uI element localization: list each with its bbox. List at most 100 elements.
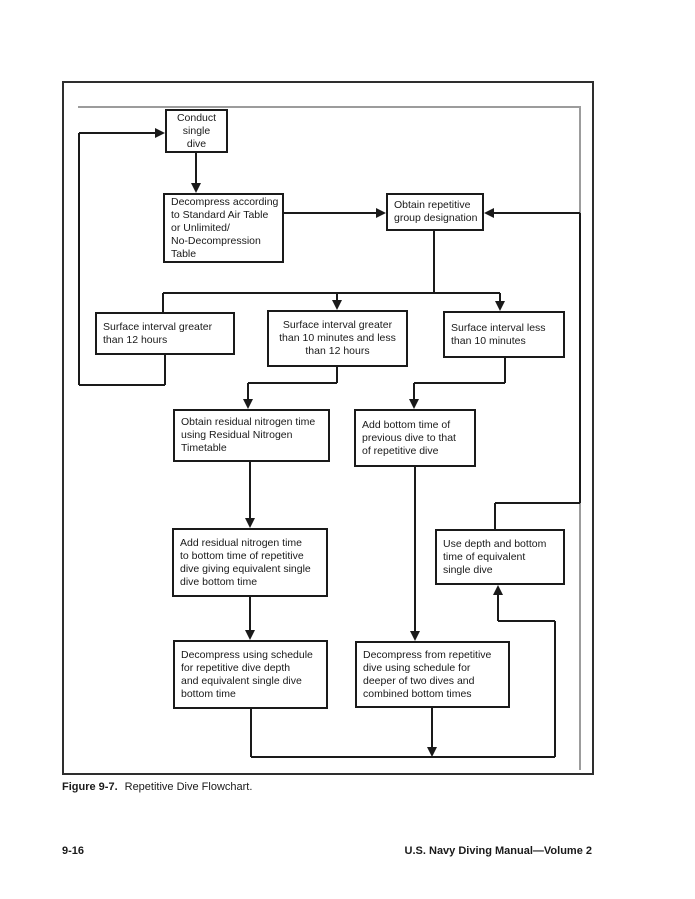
flow-node-text-line: Use depth and bottom (443, 537, 547, 550)
flow-node-text-line: Add residual nitrogen time (180, 536, 302, 549)
flow-arrowhead-down (495, 301, 505, 311)
flow-arrowhead-down (409, 399, 419, 409)
flow-node-text-line: of repetitive dive (362, 444, 439, 457)
flow-node-text-line: Table (171, 247, 197, 260)
flow-connector-segment (249, 462, 251, 519)
flow-connector-segment (248, 382, 337, 384)
flow-node-text-line: single dive (443, 563, 493, 576)
flow-connector-segment (79, 132, 156, 134)
flow-arrowhead-right (155, 128, 165, 138)
flow-connector-segment (499, 293, 501, 302)
flow-connector-segment (414, 382, 505, 384)
flow-arrowhead-down (410, 631, 420, 641)
flow-node-text-line: group designation (394, 212, 478, 224)
flow-connector-segment (249, 597, 251, 631)
flow-node-text-line: time of equivalent (443, 550, 526, 563)
flow-arrowhead-right (376, 208, 386, 218)
flow-node-text-line: to bottom time of repetitive (180, 549, 304, 562)
flow-connector-segment (495, 502, 580, 504)
flow-node-text-line: Add bottom time of (362, 418, 451, 431)
flow-connector-segment (433, 231, 435, 293)
flow-arrowhead-left (484, 208, 494, 218)
flow-node-text-line: than 12 hours (103, 333, 168, 346)
flow-connector-segment (163, 292, 500, 294)
flow-connector-segment (413, 383, 415, 400)
flow-node-text-line: than 12 hours (305, 345, 370, 357)
flow-node-text-line: Surface interval greater (282, 319, 393, 331)
flow-connector-segment (251, 756, 555, 758)
flow-node-text-line: Surface interval greater (103, 320, 213, 333)
flow-connector-segment (554, 621, 556, 757)
flow-node-text-line: for repetitive dive depth (181, 661, 291, 674)
flow-node-text-line: Decompress according (171, 195, 279, 208)
footer-page-number: 9-16 (62, 845, 85, 857)
flow-node-text-line: Timetable (181, 442, 227, 454)
figure-caption-text: Repetitive Dive Flowchart. (124, 781, 253, 793)
flow-connector-segment (493, 212, 580, 214)
flow-node-text-line: using Residual Nitrogen (181, 429, 293, 441)
flow-node-text-line: Obtain residual nitrogen time (181, 416, 316, 428)
flow-arrowhead-down (245, 630, 255, 640)
page-footer: 9-16 U.S. Navy Diving Manual—Volume 2 (62, 845, 592, 857)
flow-node-text-line: combined bottom times (363, 687, 472, 700)
flow-arrowhead-down (245, 518, 255, 528)
flow-node-text-line: dive giving equivalent single (180, 562, 311, 575)
flow-node-text-line: deeper of two dives and (363, 674, 475, 687)
flow-node-text-line: bottom time (181, 687, 236, 700)
figure-frame-accent-top (78, 106, 581, 108)
flow-connector-segment (498, 620, 555, 622)
flow-connector-segment (284, 212, 377, 214)
figure-caption-label: Figure 9-7. (62, 781, 118, 793)
flow-connector-segment (504, 358, 506, 383)
flow-connector-segment (195, 153, 197, 184)
flow-connector-segment (79, 384, 165, 386)
flow-connector-segment (494, 503, 496, 529)
flow-arrowhead-down (332, 300, 342, 310)
figure-frame (62, 81, 594, 775)
flow-node-text-line: dive using schedule for (363, 661, 471, 674)
footer-manual-title: U.S. Navy Diving Manual—Volume 2 (404, 845, 592, 857)
flow-node-text-line: Obtain repetitive (394, 199, 471, 211)
flow-node-text-line: Conduct (176, 111, 217, 124)
flow-connector-segment (164, 355, 166, 385)
flow-node-text-line: dive (186, 137, 207, 150)
flow-connector-segment (336, 293, 338, 301)
flow-node-text-line: previous dive to that (362, 431, 456, 444)
flow-arrowhead-down (243, 399, 253, 409)
flow-node-text-line: and equivalent single dive (181, 674, 302, 687)
flow-node-text-line: Decompress using schedule (181, 648, 313, 661)
flow-node-text-line: or Unlimited/ (171, 221, 230, 234)
flow-node-text-line: than 10 minutes and less (279, 332, 396, 344)
flow-node-text-line: Surface interval less (451, 321, 546, 334)
flow-node-text-line: Decompress from repetitive (363, 648, 492, 661)
flow-node-text-line: single (182, 124, 211, 137)
flow-connector-segment (414, 467, 416, 632)
flow-connector-segment (250, 709, 252, 757)
flow-node-text-line: to Standard Air Table (171, 208, 269, 221)
flow-connector-segment (431, 708, 433, 748)
flow-arrowhead-down (427, 747, 437, 757)
flow-node-text-line: than 10 minutes (451, 334, 526, 347)
flow-arrowhead-down (191, 183, 201, 193)
flow-connector-segment (78, 133, 80, 385)
flow-arrowhead-up (493, 585, 503, 595)
flow-connector-segment (247, 383, 249, 400)
flow-connector-segment (336, 367, 338, 383)
figure-caption: Figure 9-7. Repetitive Dive Flowchart. (62, 781, 252, 793)
flow-connector-segment (579, 213, 581, 503)
flow-connector-segment (497, 594, 499, 621)
flow-connector-segment (162, 293, 164, 312)
flow-node-text-line: dive bottom time (180, 575, 258, 588)
